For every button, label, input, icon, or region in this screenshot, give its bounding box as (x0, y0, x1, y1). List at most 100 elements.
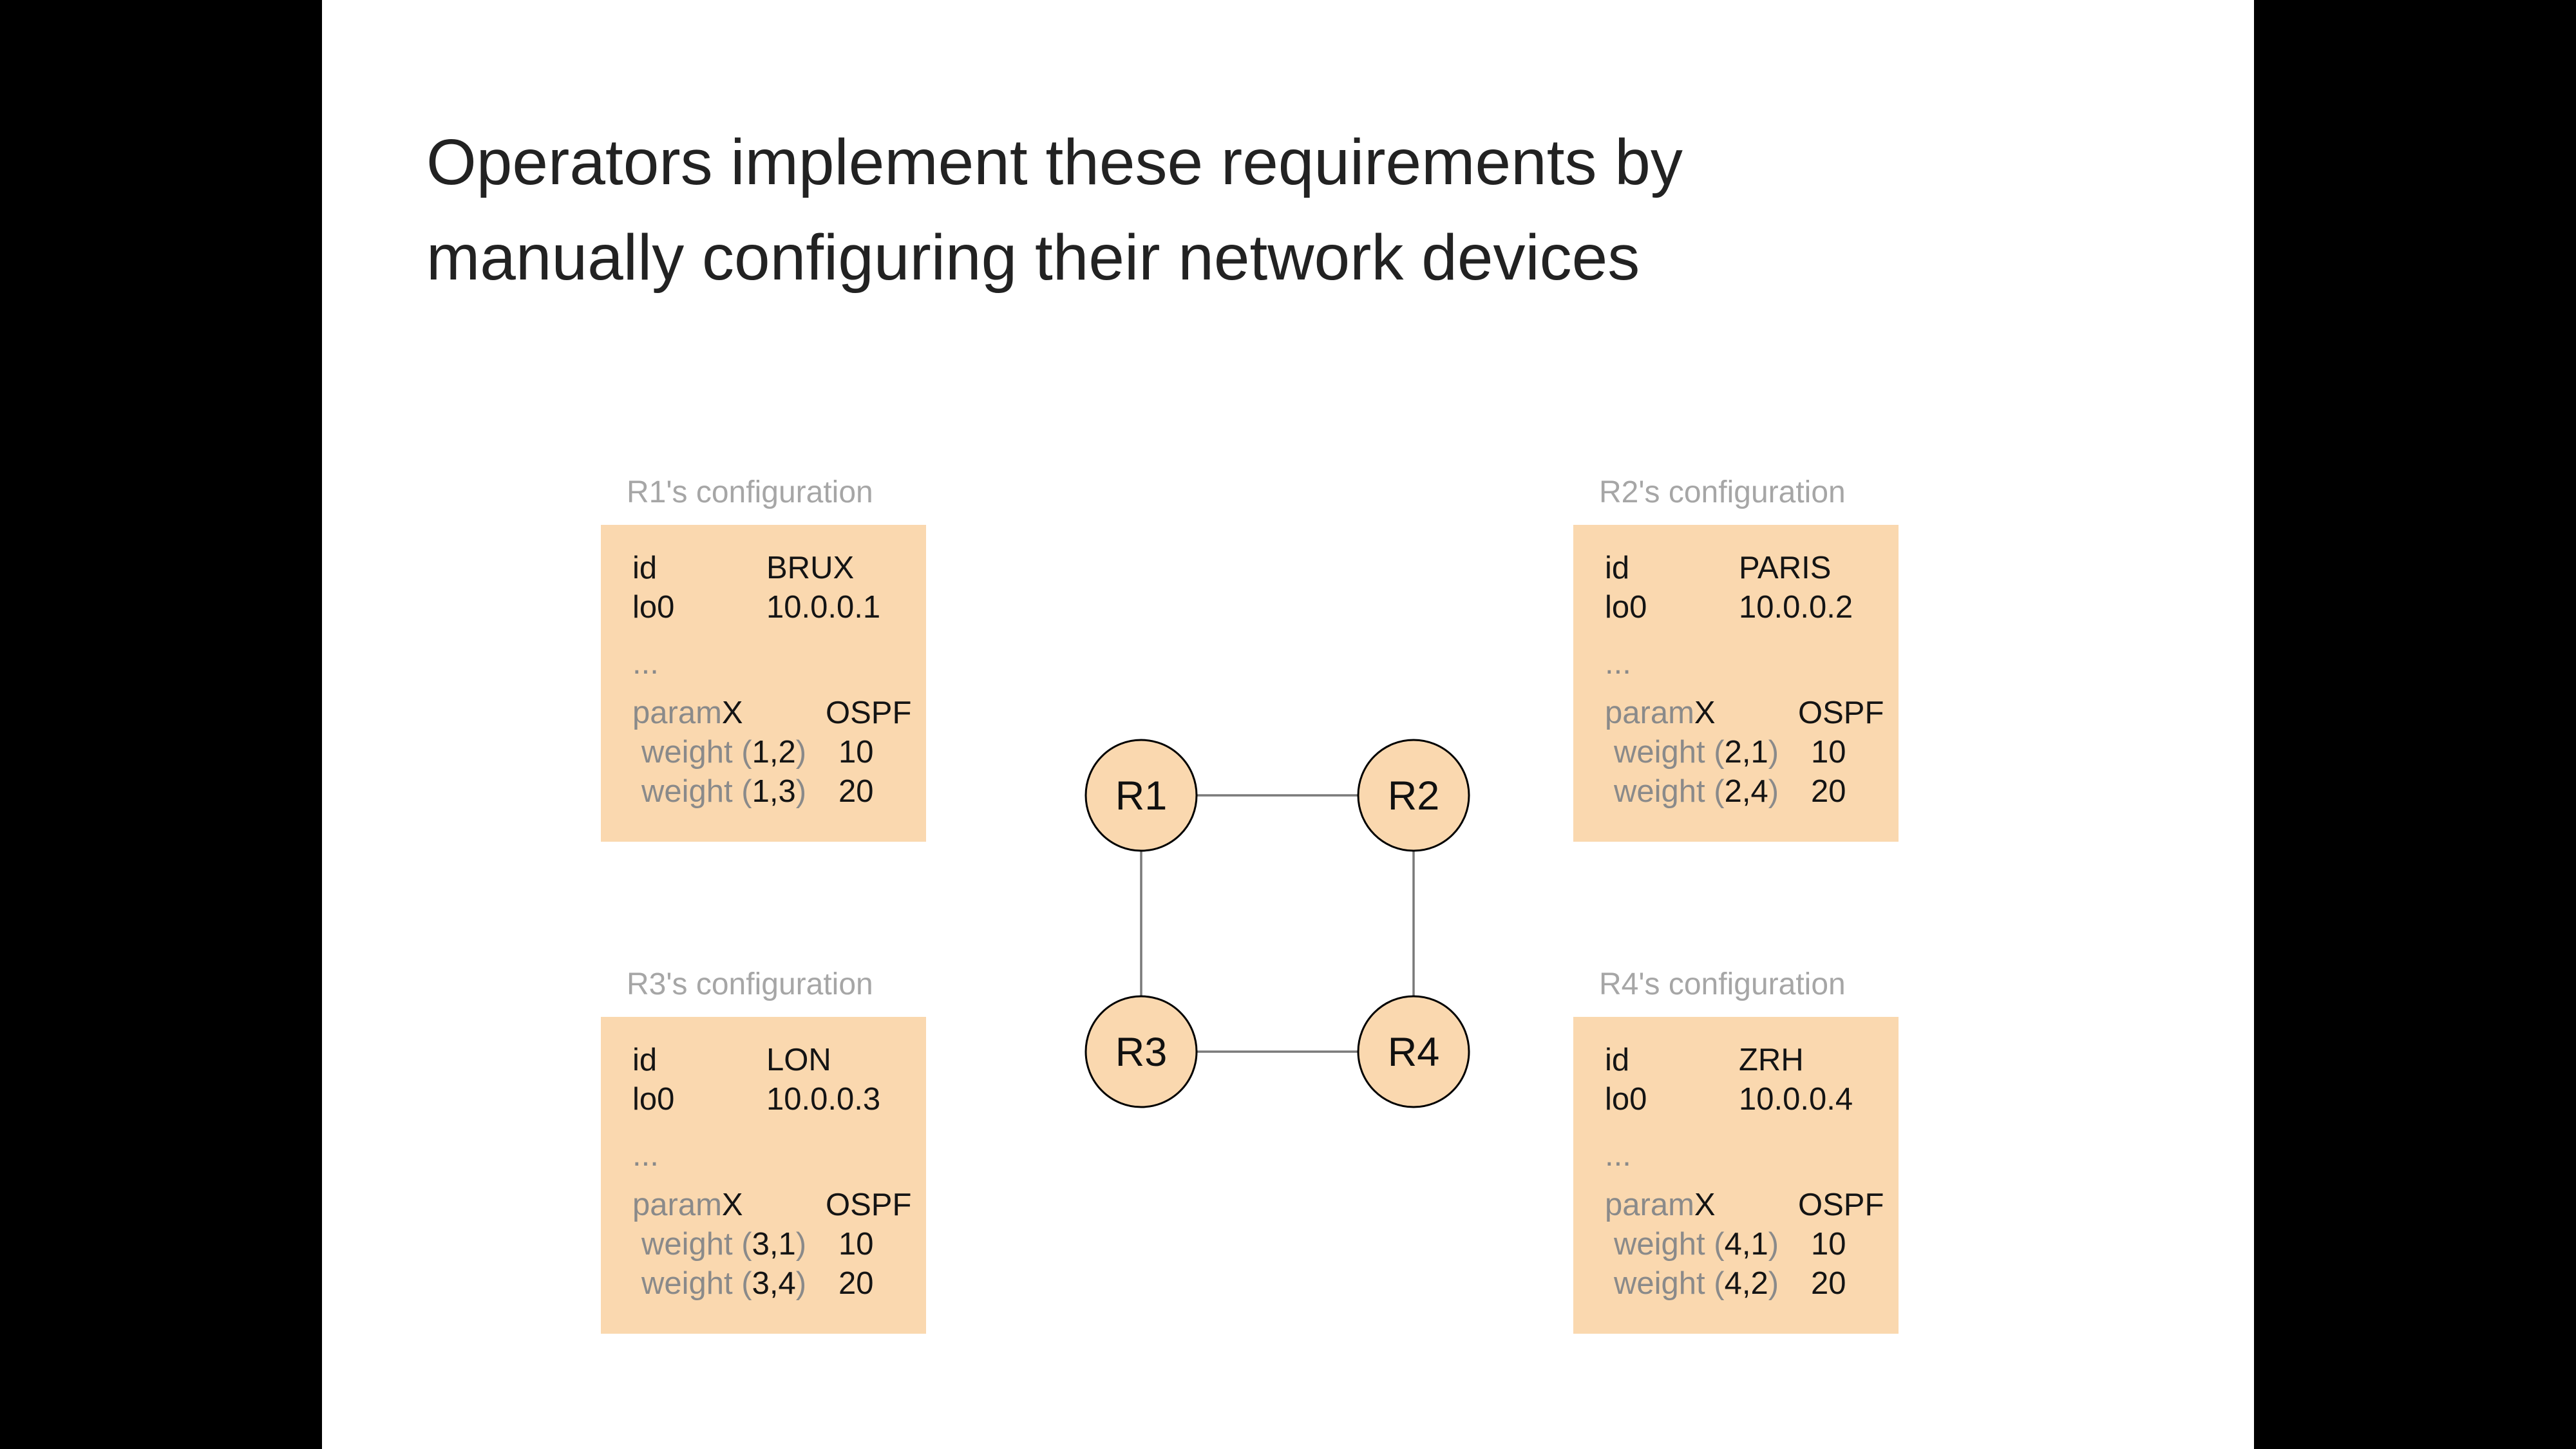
weight-value: 10 (838, 1227, 874, 1262)
router-node-r1 (1084, 739, 1198, 852)
config-key: id (1605, 1043, 1630, 1077)
spacer (1573, 627, 1899, 644)
weight-prefix: weight ( (1614, 774, 1725, 809)
config-row-weight-1: weight (1,2) 10 (601, 733, 926, 772)
config-row-ellipsis: ... (1573, 1136, 1899, 1175)
config-row-lo0: lo0 10.0.0.4 (1573, 1080, 1899, 1119)
weight-prefix: weight ( (1614, 735, 1725, 770)
weight-suffix: ) (795, 735, 807, 770)
weight-pair: 1,2 (752, 735, 796, 770)
param-label-black: X (721, 1188, 743, 1222)
config-row-weight-1: weight (4,1) 10 (1573, 1225, 1899, 1264)
router-node-r3 (1084, 995, 1198, 1108)
config-row-ellipsis: ... (601, 1136, 926, 1175)
weight-prefix: weight ( (641, 774, 752, 809)
config-row-weight-2: weight (2,4) 20 (1573, 772, 1899, 811)
config-row-id: id ZRH (1573, 1041, 1899, 1080)
router-label-r1: R1 (1115, 773, 1168, 819)
weight-value: 10 (1811, 1227, 1846, 1262)
weight-suffix: ) (795, 774, 807, 809)
weight-value: 10 (1811, 735, 1846, 770)
slide: Operators implement these requirements b… (322, 0, 2254, 1449)
spacer (601, 1119, 926, 1136)
config-row-weight-2: weight (4,2) 20 (1573, 1264, 1899, 1303)
config-row-weight-1: weight (3,1) 10 (601, 1225, 926, 1264)
config-header-r2: R2's configuration (1599, 475, 1846, 509)
weight-prefix: weight ( (641, 1266, 752, 1301)
param-label-gray: param (632, 696, 722, 730)
spacer (1573, 1175, 1899, 1186)
spacer (601, 683, 926, 694)
weight-pair: 4,2 (1724, 1266, 1768, 1301)
param-label: paramX (632, 696, 743, 730)
config-header-r3: R3's configuration (627, 967, 873, 1001)
spacer (601, 627, 926, 644)
config-row-id: id PARIS (1573, 549, 1899, 588)
weight-suffix: ) (795, 1227, 807, 1262)
weight-suffix: ) (1768, 735, 1779, 770)
param-label-gray: param (632, 1188, 722, 1222)
weight-pair: 1,3 (752, 774, 796, 809)
weight-pair: 4,1 (1724, 1227, 1768, 1262)
weight-pair: 3,1 (752, 1227, 796, 1262)
param-value: OSPF (1798, 1188, 1884, 1222)
router-label-r4: R4 (1388, 1030, 1440, 1075)
config-value: 10.0.0.4 (1739, 1082, 1853, 1117)
config-value: 10.0.0.1 (766, 590, 881, 625)
config-value: 10.0.0.3 (766, 1082, 881, 1117)
weight-prefix: weight ( (1614, 1266, 1725, 1301)
config-row-ellipsis: ... (601, 644, 926, 683)
config-value: ZRH (1739, 1043, 1804, 1077)
weight-pair: 3,4 (752, 1266, 796, 1301)
param-value: OSPF (826, 696, 912, 730)
weight-pair: 2,4 (1724, 774, 1768, 809)
weight-suffix: ) (1768, 1266, 1779, 1301)
network-diagram: R1 R2 R3 R4 (1084, 739, 1470, 1108)
config-key: id (632, 551, 658, 585)
ellipsis-text: ... (632, 1138, 659, 1173)
config-value: BRUX (766, 551, 855, 585)
title-line-2: manually configuring their network devic… (426, 222, 1640, 294)
config-row-id: id BRUX (601, 549, 926, 588)
config-row-ellipsis: ... (1573, 644, 1899, 683)
param-label: paramX (632, 1188, 743, 1222)
param-label-black: X (1694, 696, 1716, 730)
weight-value: 20 (1811, 1266, 1846, 1301)
config-group-r4: R4's configuration id ZRH lo0 10.0.0.4 .… (1573, 967, 1908, 1334)
spacer (601, 1175, 926, 1186)
config-group-r2: R2's configuration id PARIS lo0 10.0.0.2… (1573, 475, 1908, 842)
config-key: lo0 (1605, 590, 1647, 625)
config-value: 10.0.0.2 (1739, 590, 1853, 625)
config-row-weight-2: weight (1,3) 20 (601, 772, 926, 811)
weight-prefix: weight ( (641, 735, 752, 770)
config-value: PARIS (1739, 551, 1832, 585)
config-row-lo0: lo0 10.0.0.3 (601, 1080, 926, 1119)
config-row-lo0: lo0 10.0.0.1 (601, 588, 926, 627)
config-row-param: paramX OSPF (601, 694, 926, 733)
ellipsis-text: ... (632, 646, 659, 681)
config-row-lo0: lo0 10.0.0.2 (1573, 588, 1899, 627)
spacer (1573, 1119, 1899, 1136)
config-row-weight-1: weight (2,1) 10 (1573, 733, 1899, 772)
page-title: Operators implement these requirements b… (426, 115, 1683, 305)
config-row-param: paramX OSPF (1573, 1186, 1899, 1225)
config-value: LON (766, 1043, 831, 1077)
weight-value: 20 (838, 1266, 874, 1301)
router-label-r2: R2 (1388, 773, 1440, 819)
weight-suffix: ) (795, 1266, 807, 1301)
config-group-r3: R3's configuration id LON lo0 10.0.0.3 .… (601, 967, 936, 1334)
router-node-r2 (1357, 739, 1470, 852)
weight-prefix: weight ( (1614, 1227, 1725, 1262)
weight-value: 10 (838, 735, 874, 770)
config-key: id (1605, 551, 1630, 585)
param-label-gray: param (1605, 696, 1694, 730)
config-header-r1: R1's configuration (627, 475, 873, 509)
config-box-r4: id ZRH lo0 10.0.0.4 ... paramX OSPF weig… (1573, 1017, 1899, 1334)
router-label-r3: R3 (1115, 1030, 1168, 1075)
ellipsis-text: ... (1605, 646, 1631, 681)
config-row-weight-2: weight (3,4) 20 (601, 1264, 926, 1303)
config-row-param: paramX OSPF (1573, 694, 1899, 733)
config-row-id: id LON (601, 1041, 926, 1080)
ellipsis-text: ... (1605, 1138, 1631, 1173)
